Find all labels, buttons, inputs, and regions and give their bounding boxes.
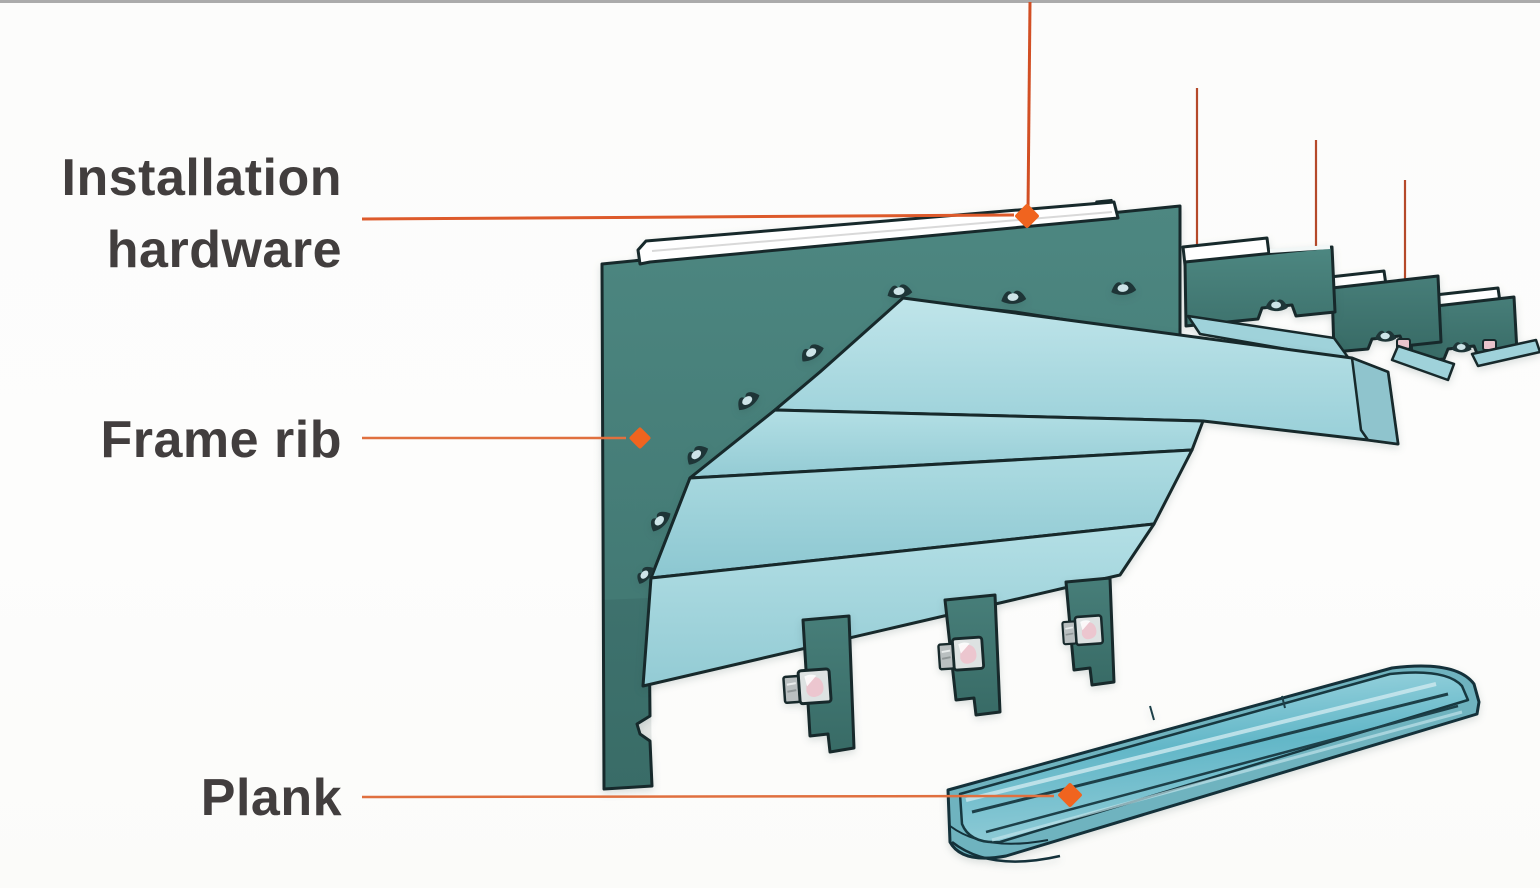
- hanging-tab-2: [936, 593, 1002, 717]
- diamond-marker-frame-rib: [629, 427, 651, 449]
- leader-line-installation-hardware: [361, 213, 1015, 221]
- label-frame-rib: Frame rib: [100, 411, 342, 469]
- rib-body: [1183, 245, 1337, 328]
- rail: [636, 200, 1120, 266]
- rib-body: [1330, 274, 1443, 354]
- plank-end-sliver: [1390, 344, 1456, 382]
- label-plank: Plank: [200, 769, 342, 827]
- diamond-marker-plank: [1058, 783, 1082, 807]
- hanging-tab-3: [1060, 576, 1116, 687]
- hanging-tabs: [781, 576, 1116, 754]
- suspension-wires: [1026, 1, 1407, 280]
- leader-lines: [361, 204, 1082, 807]
- plank-fan: [633, 280, 1400, 688]
- plank-top-face: [958, 671, 1470, 844]
- plank-band-1-endcap: [1350, 356, 1400, 446]
- label-installation-hardware: Installation hardware: [61, 149, 342, 279]
- plank-band-4: [641, 522, 1156, 688]
- leader-line-plank: [361, 794, 1055, 799]
- detached-plank: [946, 664, 1481, 863]
- frame-rib-3: [1328, 269, 1456, 382]
- hanging-tab-1: [781, 614, 856, 754]
- suspension-wire-1: [1026, 1, 1032, 211]
- plank-end-sliver: [1470, 338, 1540, 368]
- diamond-marker-installation-hardware: [1015, 204, 1039, 228]
- top-border: [0, 0, 1540, 3]
- frame-rib-2: [1181, 236, 1352, 362]
